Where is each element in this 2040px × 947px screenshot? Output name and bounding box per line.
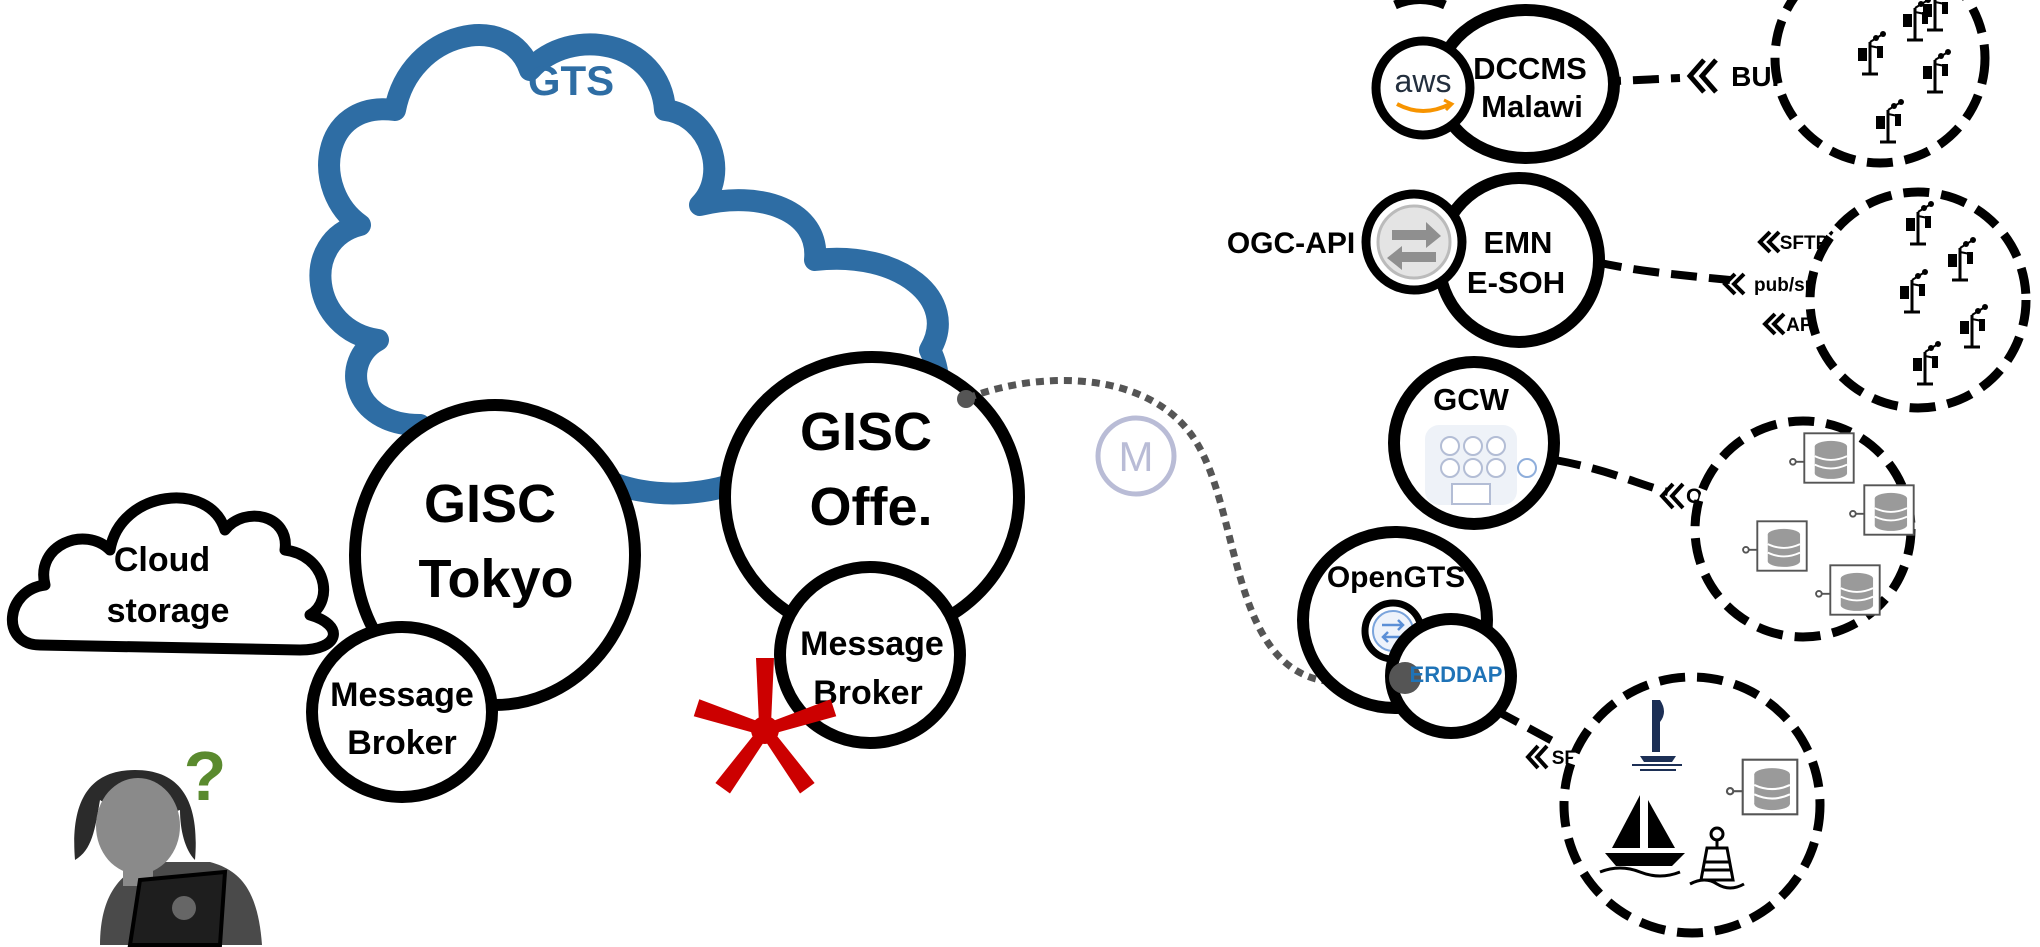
- gcw-label: GCW: [1433, 382, 1510, 417]
- ocean-glider-icon: [1632, 700, 1682, 771]
- swap-arrows-icon: [1387, 222, 1441, 270]
- dccms-label-2: Malawi: [1481, 89, 1583, 124]
- opengts-label: OpenGTS: [1327, 561, 1465, 594]
- gisc-tokyo-broker-label-2: Broker: [347, 724, 457, 762]
- gisc-offe-broker-label-1: Message: [800, 625, 944, 663]
- gcw-link: [1554, 456, 1669, 496]
- ogc-api-label: OGC-API: [1227, 227, 1355, 260]
- person-with-laptop-icon: [74, 770, 262, 947]
- emn-protocol-label-0: SFTP: [1780, 233, 1829, 254]
- cloud-storage-label-2: storage: [107, 592, 230, 630]
- cloud-storage-shape[interactable]: [7, 492, 339, 656]
- gisc-offe-broker[interactable]: [774, 561, 966, 749]
- gts-label: GTS: [528, 57, 614, 104]
- question-mark-icon: ?: [184, 737, 227, 815]
- wis2-dotted-link: [966, 377, 1406, 688]
- emn-station-cluster: [1805, 187, 2031, 413]
- aws-logo-badge: [1371, 36, 1475, 140]
- gisc-offe-link-dot: [957, 390, 975, 408]
- sailboat-icon: [1599, 795, 1685, 878]
- gisc-tokyo-label-2: Tokyo: [418, 549, 573, 609]
- gisc-offe-label-2: Offe.: [809, 477, 932, 537]
- opengts-link-dot: [1389, 662, 1421, 694]
- aws-logo-text: aws: [1395, 63, 1452, 99]
- asterisk-icon: [693, 658, 837, 794]
- gisc-offe-label-1: GISC: [800, 402, 932, 462]
- m-badge-letter: M: [1119, 433, 1154, 480]
- gisc-tokyo-label-1: GISC: [424, 474, 556, 534]
- dccms-label-1: DCCMS: [1473, 51, 1587, 86]
- aws-smile-icon: [1396, 102, 1451, 113]
- erddap-label: ERDDAP: [1410, 662, 1503, 687]
- opengts-link: [1493, 706, 1562, 749]
- gisc-tokyo-broker[interactable]: [306, 621, 498, 803]
- emn-link: [1595, 258, 1731, 284]
- cloud-storage-label-1: Cloud: [114, 541, 210, 579]
- dccms-station-cluster: [1770, 0, 1990, 168]
- m-badge: [1095, 415, 1177, 497]
- emn-label-2: E-SOH: [1467, 265, 1565, 300]
- gisc-tokyo-broker-label-1: Message: [330, 676, 474, 714]
- emn-label-1: EMN: [1484, 225, 1553, 260]
- gcw-cluster-illustration: [1425, 425, 1537, 505]
- buoy-icon: [1689, 826, 1745, 890]
